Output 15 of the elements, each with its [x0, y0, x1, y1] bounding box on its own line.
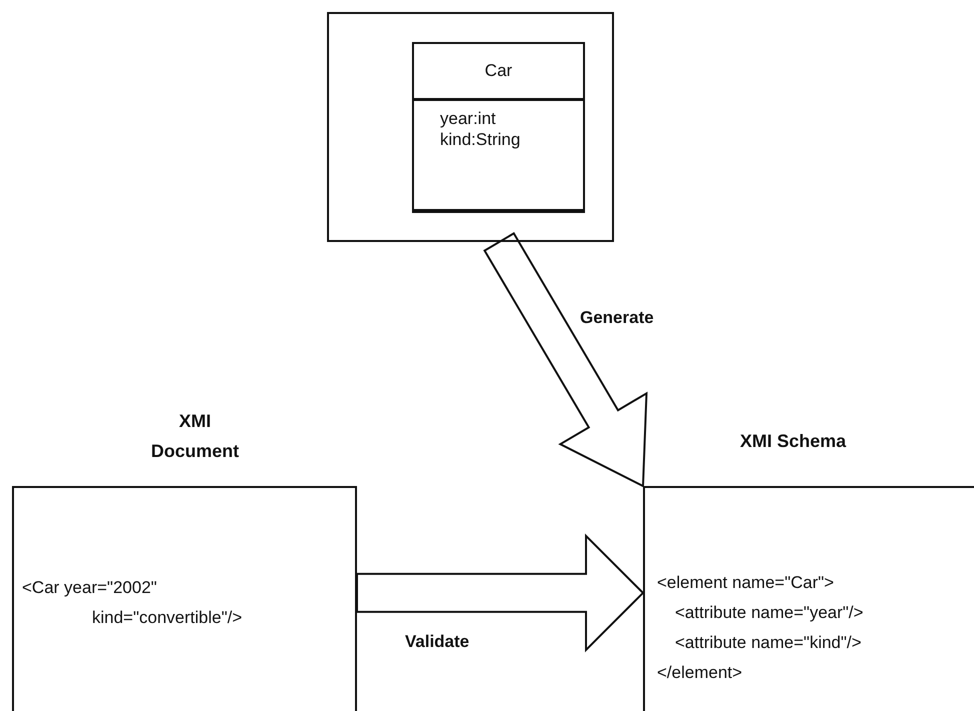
frame-box — [327, 12, 614, 242]
code-text: <attribute name="kind"/> — [675, 632, 862, 653]
code-text: <attribute name="year"/> — [675, 602, 864, 623]
class-attributes: year:int kind:String — [440, 108, 520, 150]
edge-label: Generate — [580, 308, 654, 328]
code-text: </element> — [657, 662, 742, 683]
box-heading: XMI Document — [150, 410, 240, 463]
block-arrow — [356, 533, 644, 652]
edge-label: Validate — [405, 632, 470, 652]
code-text: <element name="Car"> — [657, 572, 834, 593]
box-heading: XMI Schema — [740, 431, 846, 452]
code-text: <Car year="2002" kind="convertible"/> — [22, 577, 244, 629]
class-box — [412, 42, 585, 213]
block-arrow — [483, 232, 648, 488]
class-name: Car — [484, 60, 514, 81]
